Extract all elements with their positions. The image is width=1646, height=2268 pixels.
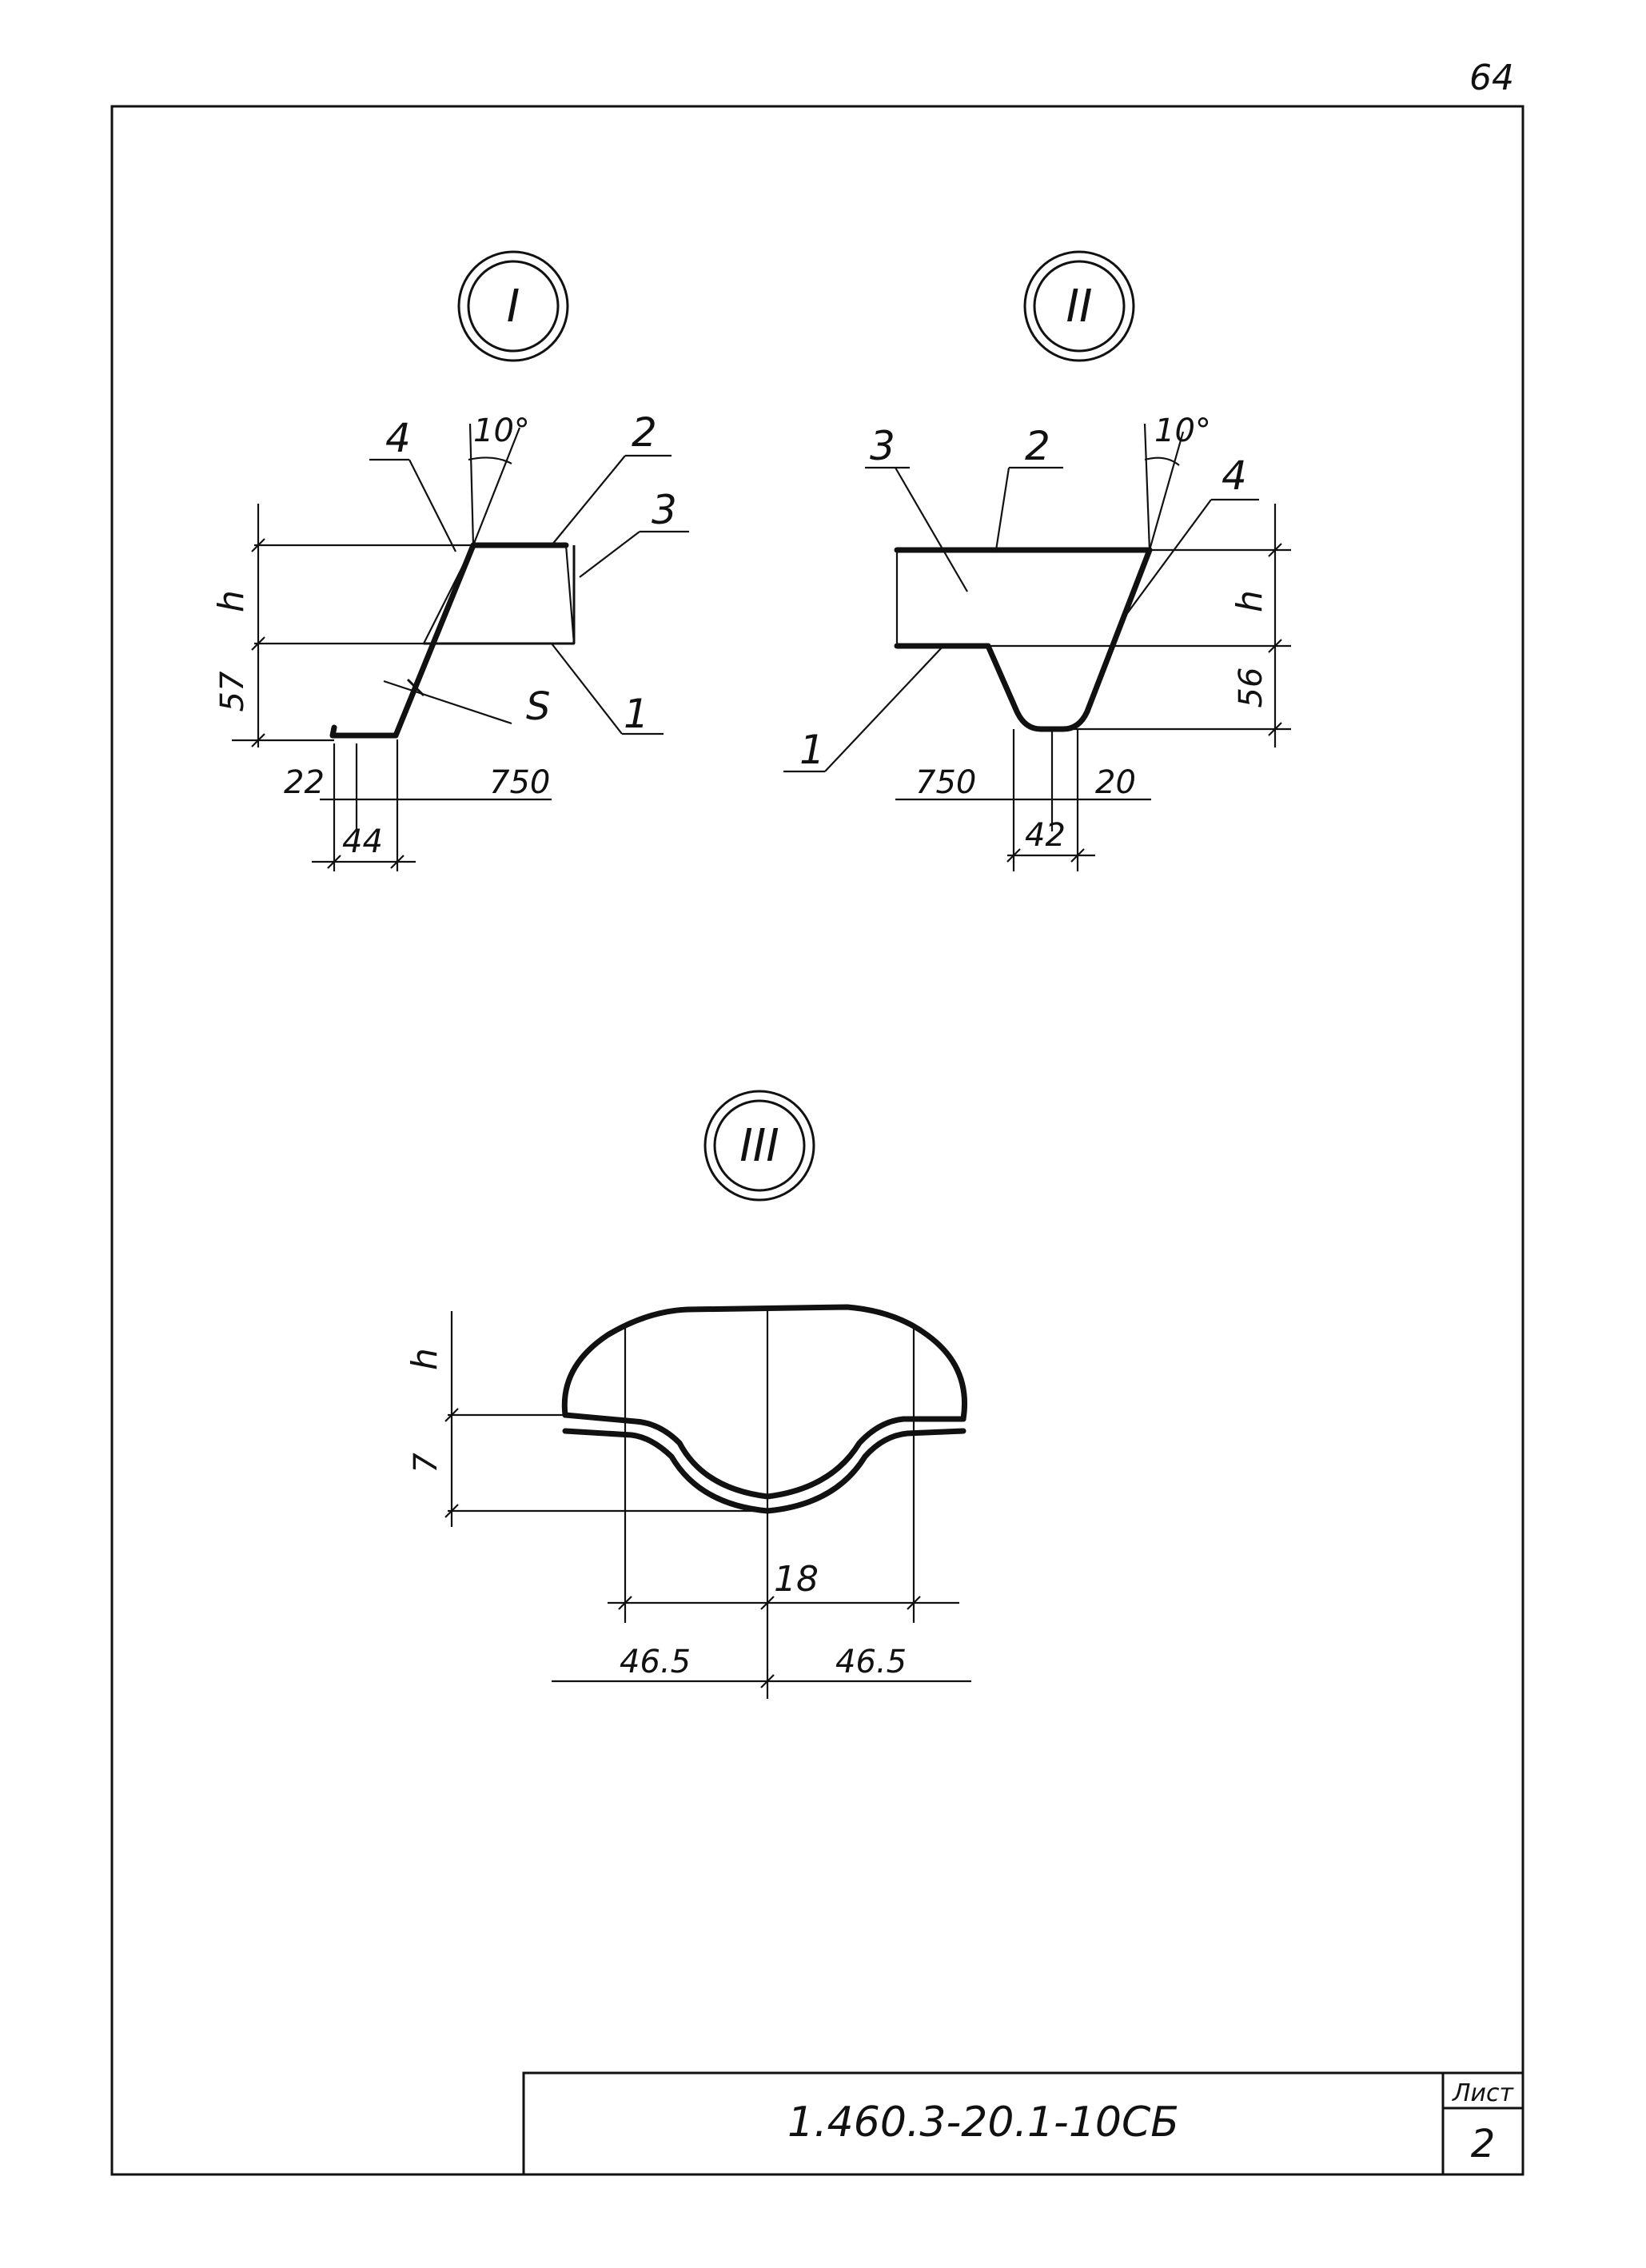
detail-I-callout-4: 4 xyxy=(385,415,411,461)
detail-I-dim-s: S xyxy=(526,684,550,729)
detail-I-dim-h: h xyxy=(211,590,252,612)
detail-II-callout-1: 1 xyxy=(799,727,825,773)
detail-I-dim-width: 44 xyxy=(342,823,383,860)
detail-II-fill xyxy=(895,548,1151,731)
detail-II-dim-h: h xyxy=(1230,590,1270,612)
detail-III: III h 7 18 46.5 46.5 xyxy=(405,1090,971,1699)
document-code: 1.460.3-20.1-10СБ xyxy=(787,2099,1179,2146)
detail-III-dim-h: h xyxy=(405,1348,445,1370)
drawing-frame xyxy=(110,105,1524,2176)
detail-II-dim-depth: 56 xyxy=(1233,668,1269,708)
detail-I-marker: I xyxy=(457,250,569,362)
detail-I-callout-1: 1 xyxy=(624,691,649,737)
detail-III-dim-left: 46.5 xyxy=(620,1644,691,1680)
sheet-number: 2 xyxy=(1471,2122,1496,2166)
detail-I-angle: 10° xyxy=(473,413,530,449)
detail-II-angle: 10° xyxy=(1154,413,1211,449)
detail-III-outline xyxy=(561,1304,968,1422)
detail-I-callout-2: 2 xyxy=(632,409,657,456)
detail-II-dim-right: 20 xyxy=(1095,764,1136,801)
sheet-label: Лист xyxy=(1452,2079,1515,2107)
detail-III-marker-label: III xyxy=(739,1120,779,1172)
detail-II: II h 56 10° 3 2 4 1 xyxy=(783,250,1291,871)
title-block: 1.460.3-20.1-10СБ Лист 2 xyxy=(522,2071,1524,2176)
detail-II-callout-2: 2 xyxy=(1025,423,1050,469)
detail-I-marker-label: I xyxy=(507,281,520,333)
detail-I: I h 57 10° 4 2 3 1 xyxy=(211,250,689,871)
detail-II-marker: II xyxy=(1023,250,1135,362)
detail-III-dim-center: 18 xyxy=(774,1559,819,1600)
detail-I-callout-3: 3 xyxy=(652,487,677,533)
page-number: 64 xyxy=(1469,58,1514,98)
detail-I-dim-left: 22 xyxy=(284,764,325,801)
detail-II-callout-4: 4 xyxy=(1222,452,1247,499)
detail-III-dim-right: 46.5 xyxy=(835,1644,907,1680)
detail-II-dim-left: 750 xyxy=(915,764,976,801)
detail-III-marker: III xyxy=(703,1090,815,1202)
detail-III-dim-depth: 7 xyxy=(408,1453,444,1473)
detail-I-dim-right: 750 xyxy=(489,764,550,801)
detail-II-dim-width: 42 xyxy=(1025,817,1066,854)
detail-I-profile xyxy=(329,542,569,739)
detail-II-marker-label: II xyxy=(1066,281,1092,333)
detail-I-dim-depth: 57 xyxy=(214,671,251,711)
detail-I-fill xyxy=(422,544,576,645)
detail-II-callout-3: 3 xyxy=(870,423,895,469)
